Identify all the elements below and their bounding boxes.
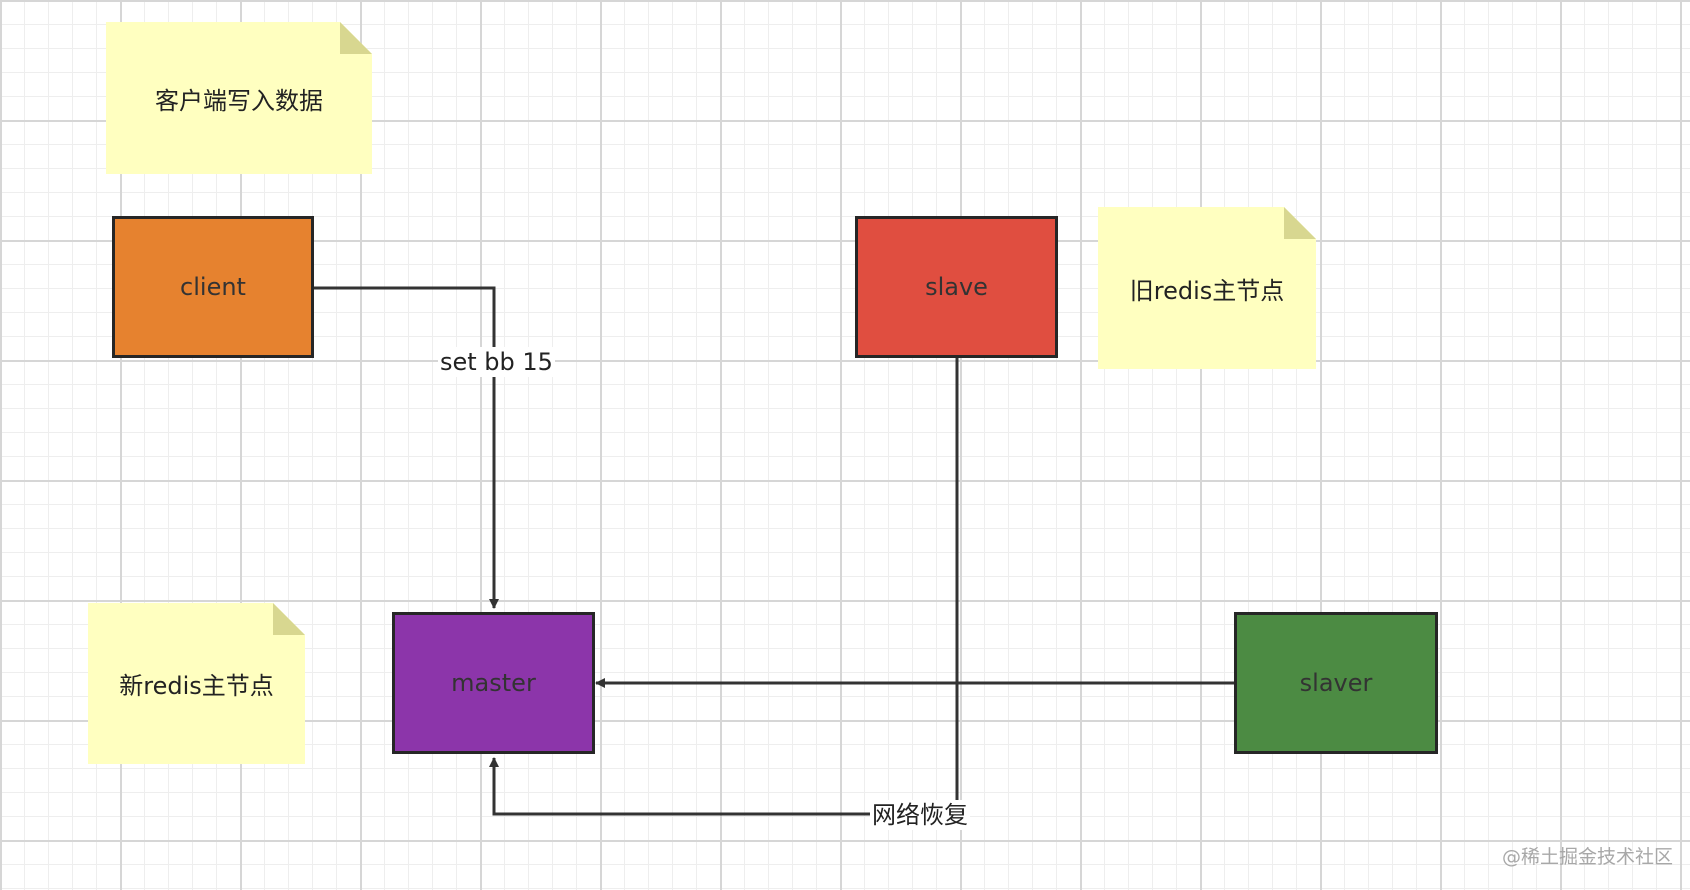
note-text: 新redis主节点 (119, 672, 274, 700)
node-slaver-label: slaver (1299, 669, 1373, 697)
watermark: @稀土掘金技术社区 (1502, 846, 1674, 868)
edge-slave-to-master (489, 356, 959, 816)
note-new-master[interactable]: 新redis主节点 (88, 603, 305, 764)
node-client-label: client (180, 273, 246, 301)
node-slave-label: slave (925, 273, 988, 301)
edge-label-network-recovery: 网络恢复 (870, 800, 970, 830)
note-paper-shape (88, 603, 305, 764)
note-paper-shape (106, 22, 372, 174)
note-client-write[interactable]: 客户端写入数据 (106, 22, 372, 174)
node-master[interactable]: master (392, 612, 595, 754)
note-paper-shape (1098, 207, 1316, 369)
note-text: 客户端写入数据 (155, 86, 323, 115)
node-slaver[interactable]: slaver (1234, 612, 1438, 754)
node-client[interactable]: client (112, 216, 314, 358)
edge-client-to-master (313, 286, 499, 609)
node-slave[interactable]: slave (855, 216, 1058, 358)
note-text: 旧redis主节点 (1129, 276, 1285, 305)
edge-label-set-command: set bb 15 (438, 347, 555, 377)
node-master-label: master (451, 669, 536, 697)
note-old-master[interactable]: 旧redis主节点 (1098, 207, 1316, 369)
